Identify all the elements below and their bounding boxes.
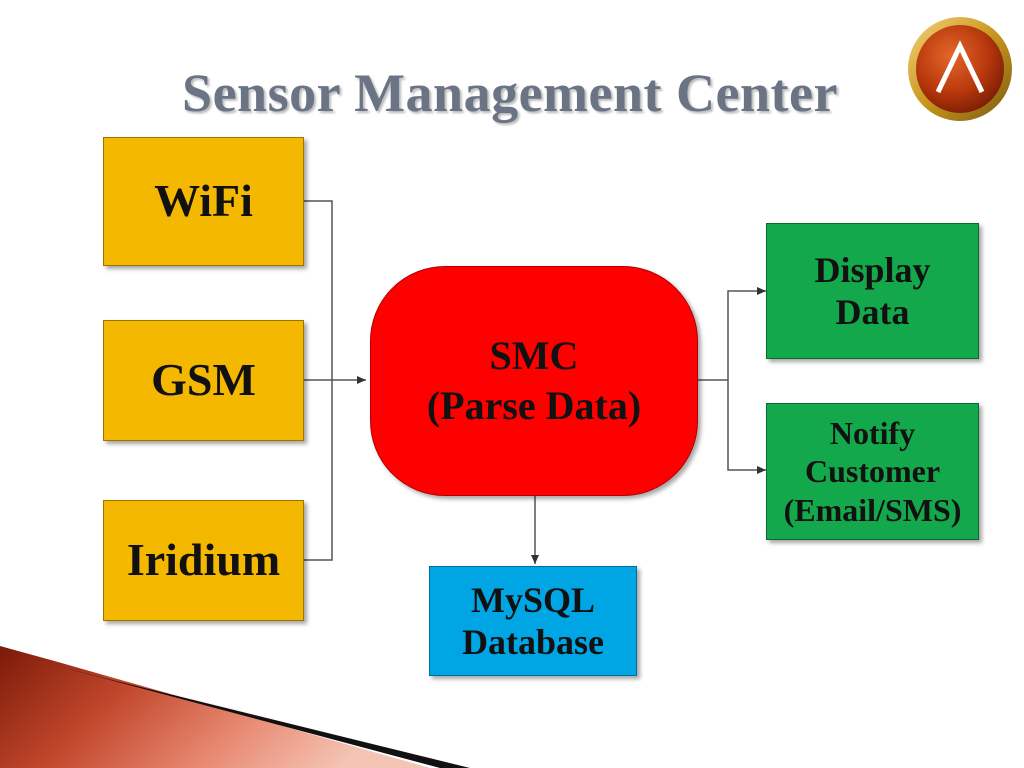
caret-up-icon: [935, 40, 985, 94]
notify-line2: Customer: [804, 453, 941, 490]
connector-iridium: [304, 380, 333, 561]
connector-wifi: [304, 200, 333, 380]
connector-to-display: [727, 287, 766, 380]
database-line1: MySQL: [470, 579, 595, 620]
display-data-box: Display Data: [766, 223, 979, 359]
smc-subtitle: (Parse Data): [426, 383, 642, 428]
slide-title: Sensor Management Center: [182, 63, 838, 123]
connector-to-notify: [727, 380, 766, 474]
smc-node: SMC (Parse Data): [370, 266, 698, 496]
logo-face: [916, 25, 1004, 113]
smc-title: SMC: [489, 333, 579, 378]
notify-customer-box: Notify Customer (Email/SMS): [766, 403, 979, 540]
input-wifi-label: WiFi: [154, 175, 253, 227]
input-gsm-label: GSM: [151, 354, 256, 406]
database-line2: Database: [462, 622, 604, 662]
notify-line1: Notify: [829, 414, 916, 451]
corner-decoration: [0, 646, 480, 768]
display-data-line2: Data: [835, 292, 910, 332]
input-wifi-box: WiFi: [103, 137, 304, 266]
notify-line3: (Email/SMS): [783, 491, 962, 528]
input-gsm-box: GSM: [103, 320, 304, 441]
mysql-database-box: MySQL Database: [429, 566, 637, 676]
display-data-line1: Display: [814, 249, 931, 290]
input-iridium-box: Iridium: [103, 500, 304, 621]
logo: [908, 17, 1012, 121]
input-iridium-label: Iridium: [126, 534, 281, 586]
